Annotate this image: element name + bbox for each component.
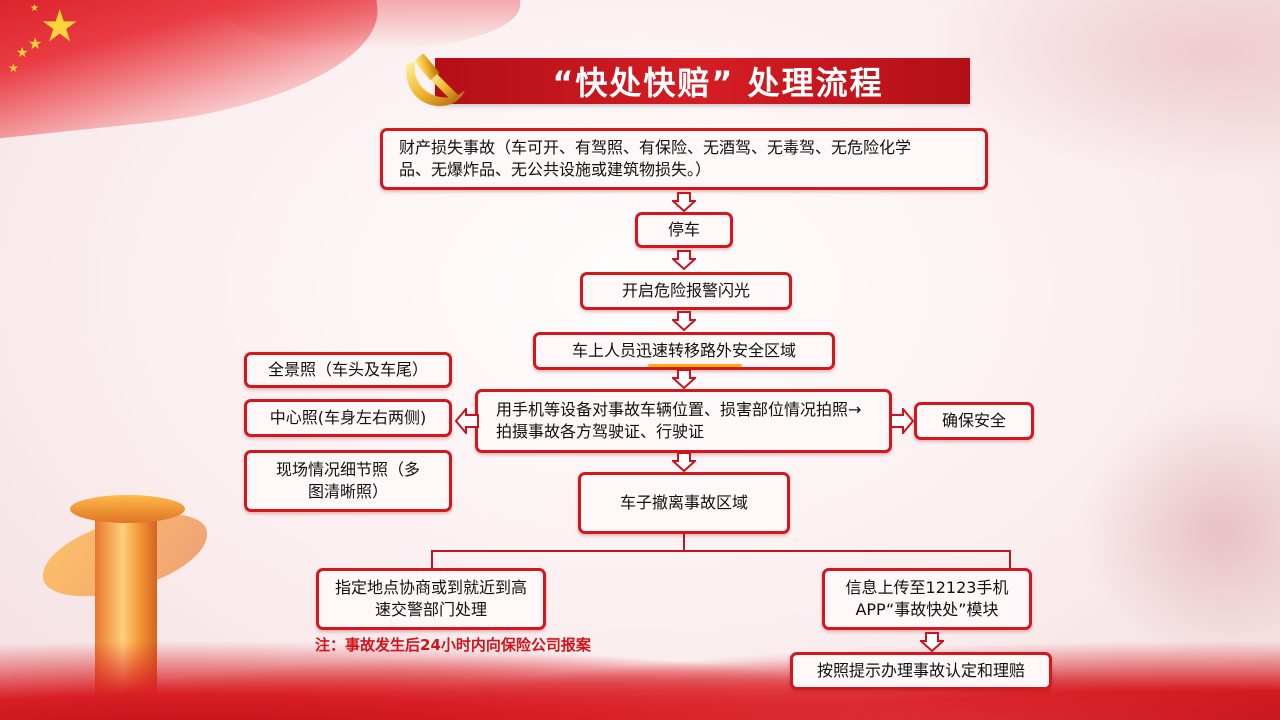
side-note-text: 确保安全 xyxy=(941,410,1006,430)
arrow-down-icon xyxy=(672,311,696,331)
page-title: “快处快赔” 处理流程 xyxy=(552,64,884,102)
step-hazard-lights: 开启危险报警闪光 xyxy=(580,272,792,310)
step-evacuate: 车上人员迅速转移路外安全区域 xyxy=(533,332,835,370)
arrow-down-icon xyxy=(920,632,944,652)
pillar-top-decoration xyxy=(70,495,185,523)
arrow-down-icon xyxy=(672,192,696,212)
step-negotiate: 指定地点协商或到就近到高速交警部门处理 xyxy=(316,568,546,630)
step-evacuate-text: 车上人员迅速转移路外安全区域 xyxy=(571,340,796,360)
step-move-vehicle: 车子撤离事故区域 xyxy=(578,472,790,534)
side-note-ensure-safety: 确保安全 xyxy=(914,402,1034,440)
highlight-underline xyxy=(648,364,742,367)
arrow-right-icon xyxy=(890,408,914,434)
step-follow-prompts-text: 按照提示办理事故认定和理赔 xyxy=(816,660,1025,680)
step-property-damage-text: 财产损失事故（车可开、有驾照、有保险、无酒驾、无毒驾、无危险化学品、无爆炸品、无… xyxy=(399,137,912,179)
step-photograph-text: 用手机等设备对事故车辆位置、损害部位情况拍照→拍摄事故各方驾驶证、行驶证 xyxy=(496,399,862,441)
arrow-down-icon xyxy=(672,250,696,270)
star-icon: ★ xyxy=(30,3,39,14)
step-hazard-lights-text: 开启危险报警闪光 xyxy=(621,280,750,300)
title-banner xyxy=(435,58,970,104)
step-move-vehicle-text: 车子撤离事故区域 xyxy=(619,492,748,512)
red-silk-decoration xyxy=(0,610,1280,720)
star-icon: ★ xyxy=(16,45,29,61)
photo-center: 中心照(车身左右两侧) xyxy=(244,399,452,437)
step-stop: 停车 xyxy=(635,212,733,248)
step-photograph: 用手机等设备对事故车辆位置、损害部位情况拍照→拍摄事故各方驾驶证、行驶证 xyxy=(475,389,892,453)
party-emblem-icon xyxy=(393,44,471,116)
step-upload: 信息上传至12123手机APP“事故快处”模块 xyxy=(822,568,1032,630)
star-icon: ★ xyxy=(40,1,80,52)
step-stop-text: 停车 xyxy=(667,219,700,239)
photo-detail-text: 现场情况细节照（多图清晰照） xyxy=(275,459,420,501)
step-follow-prompts: 按照提示办理事故认定和理赔 xyxy=(790,652,1052,690)
photo-detail: 现场情况细节照（多图清晰照） xyxy=(244,450,452,512)
step-property-damage: 财产损失事故（车可开、有驾照、有保险、无酒驾、无毒驾、无危险化学品、无爆炸品、无… xyxy=(380,128,988,190)
photo-panorama: 全景照（车头及车尾） xyxy=(244,352,452,388)
star-icon: ★ xyxy=(28,34,43,53)
arrow-down-icon xyxy=(672,369,696,389)
step-negotiate-text: 指定地点协商或到就近到高速交警部门处理 xyxy=(334,577,527,619)
arrow-down-icon xyxy=(672,452,696,472)
star-icon: ★ xyxy=(8,61,19,75)
arrow-left-icon xyxy=(455,408,479,434)
step-upload-text: 信息上传至12123手机APP“事故快处”模块 xyxy=(845,577,1009,619)
photo-panorama-text: 全景照（车头及车尾） xyxy=(267,359,428,379)
footnote: 注：事故发生后24小时内向保险公司报案 xyxy=(315,636,591,654)
photo-center-text: 中心照(车身左右两侧) xyxy=(269,407,427,427)
